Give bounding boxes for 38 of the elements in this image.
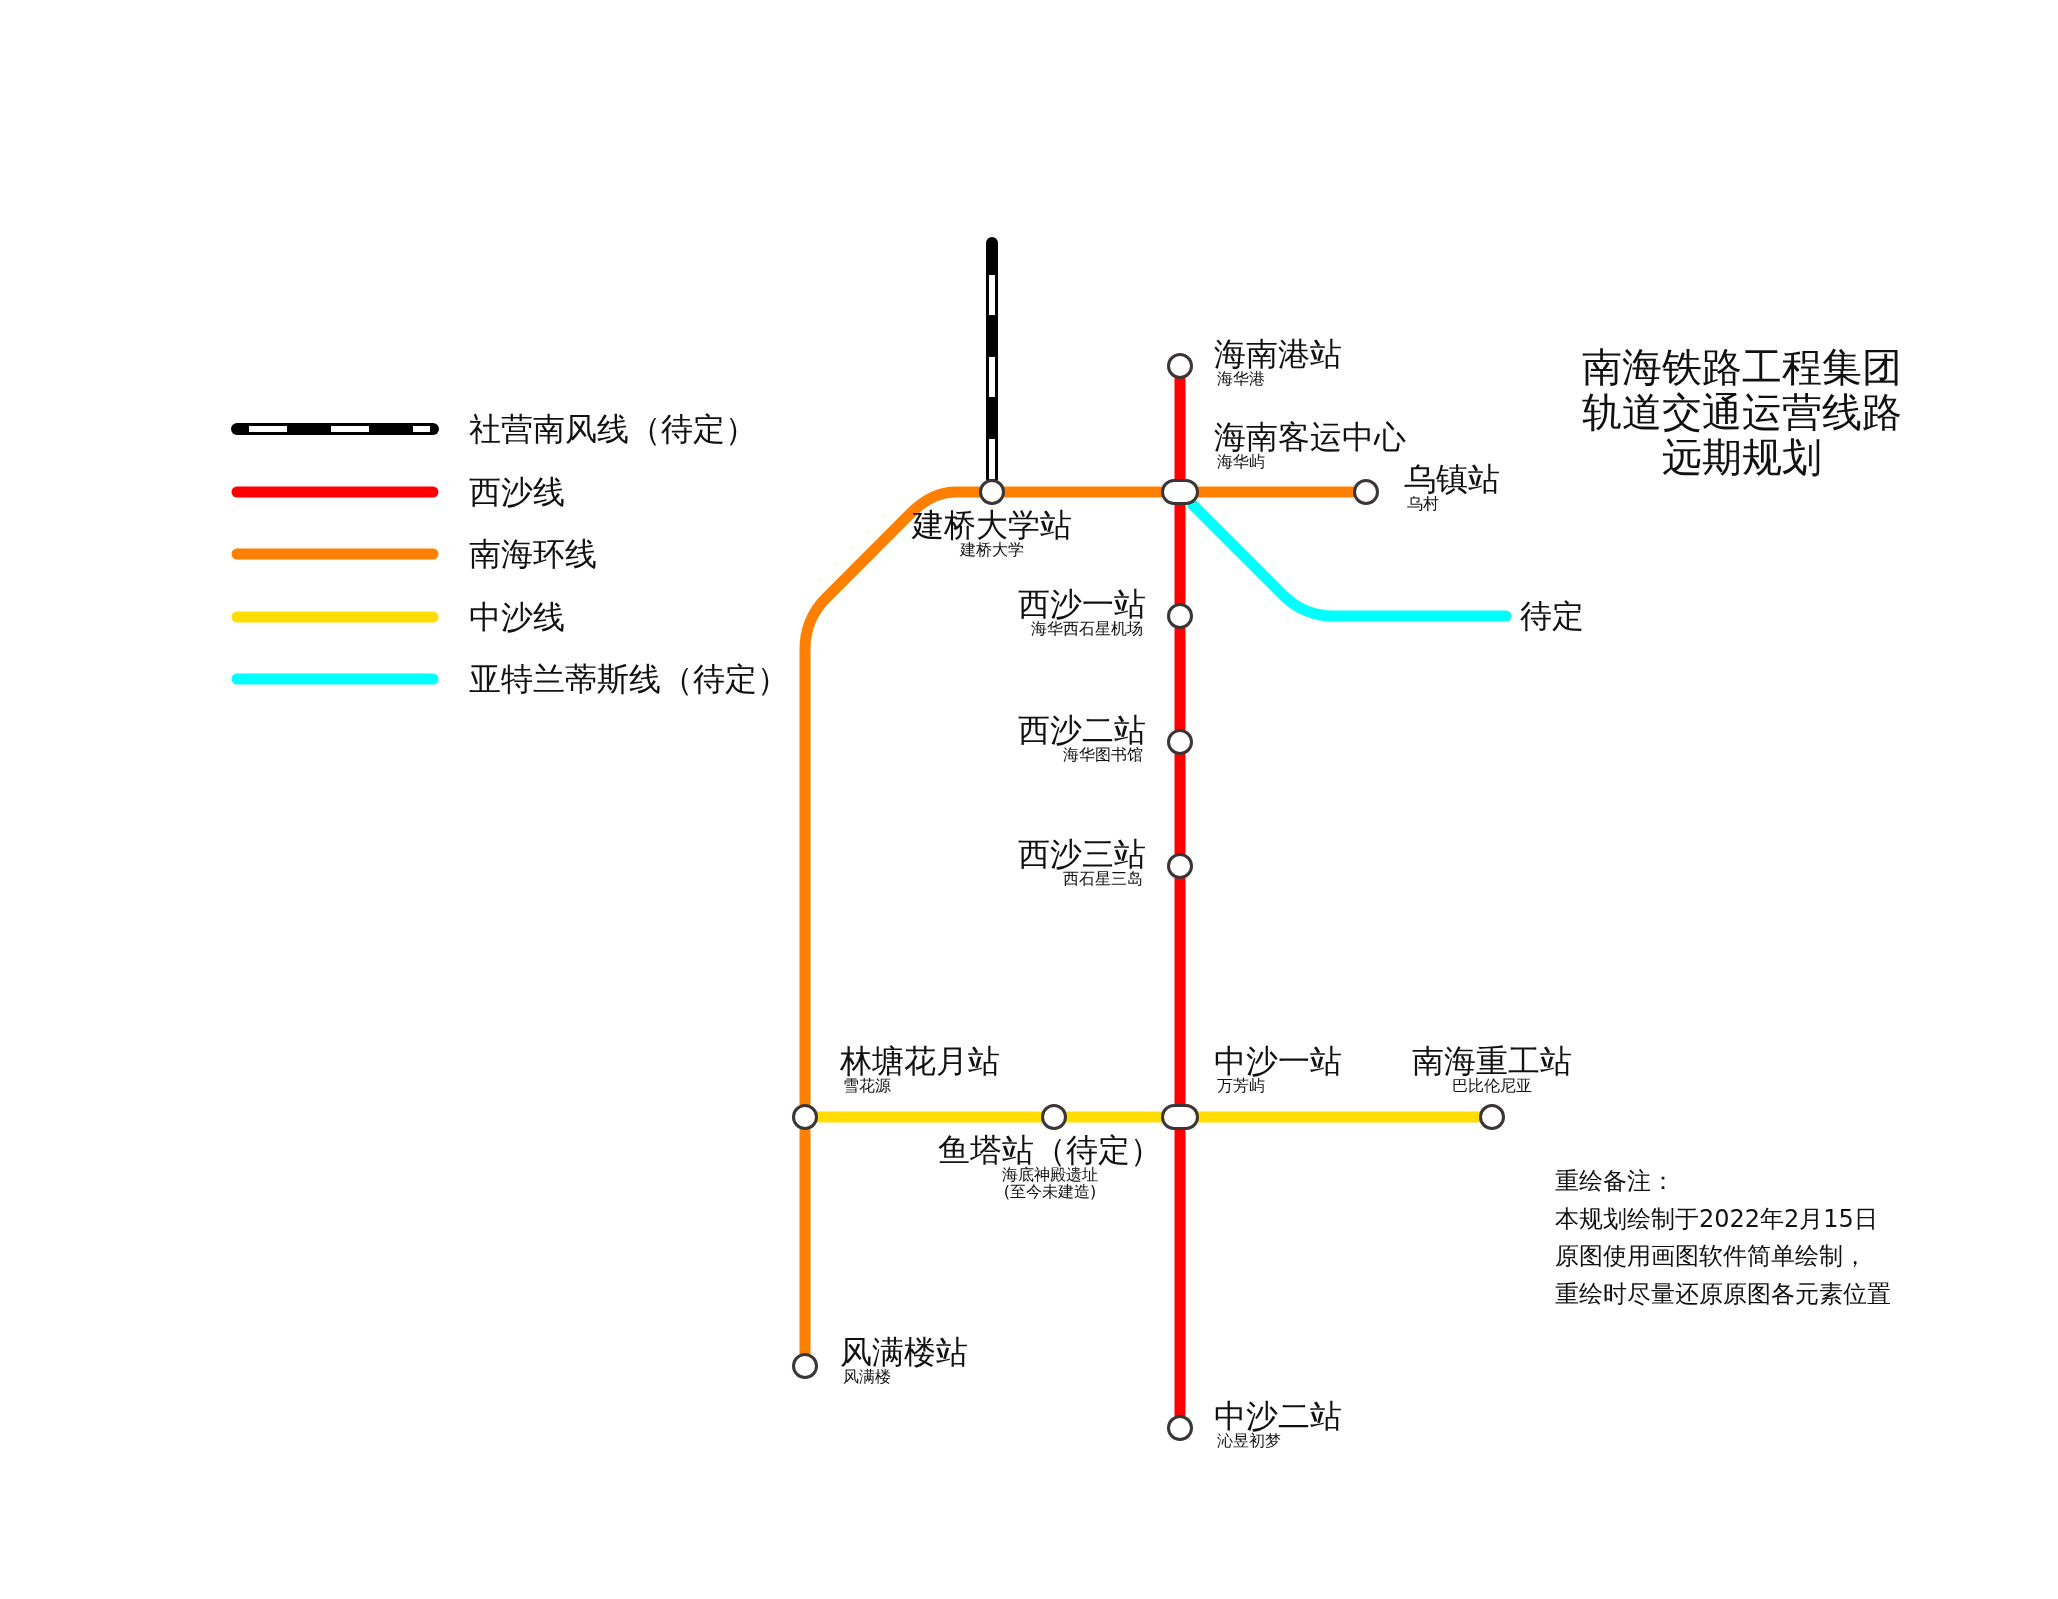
note-text: 重绘时尽量还原原图各元素位置 (1555, 1279, 1891, 1310)
station-name: 海南港站 (1214, 338, 1342, 370)
note-text: 本规划绘制于2022年2月15日 (1555, 1203, 1878, 1234)
station-subtitle: (至今未建造) (1002, 1183, 1098, 1200)
station-subtitle: 海华图书馆 (1063, 746, 1144, 763)
station-name: 西沙三站 (1018, 838, 1146, 870)
station-subtitle: 乌村 (1406, 495, 1439, 512)
legend-label: 南海环线 (469, 536, 597, 572)
station-subtitle: 建桥大学 (960, 541, 1024, 558)
legend-label: 社营南风线（待定） (469, 411, 757, 447)
station-name: 林塘花月站 (840, 1045, 1000, 1077)
station-name: 风满楼站 (840, 1336, 968, 1368)
station-name: 海南客运中心 (1214, 421, 1406, 453)
destination-label: 待定 (1506, 598, 1584, 634)
note-text: 重绘备注： (1555, 1166, 1675, 1196)
station-name: 中沙二站 (1214, 1400, 1342, 1432)
station-name: 西沙一站 (1018, 588, 1146, 620)
note-text: 原图使用画图软件简单绘制， (1555, 1241, 1867, 1272)
station-subtitle: 雪花源 (843, 1077, 892, 1094)
station-subtitle: 海华港 (1217, 370, 1265, 387)
station-name: 鱼塔站（待定） (938, 1134, 1162, 1166)
station-subtitle: 西石星三岛 (1063, 870, 1144, 887)
station-subtitle: 巴比伦尼亚 (1452, 1077, 1533, 1094)
legend-label: 西沙线 (469, 473, 565, 510)
station-subtitle: 沁昱初梦 (1216, 1432, 1282, 1449)
legend-label: 亚特兰蒂斯线（待定） (469, 661, 789, 697)
station-subtitle: 海华西石星机场 (1030, 620, 1144, 637)
legend-label: 中沙线 (469, 598, 565, 635)
station-name: 乌镇站 (1404, 463, 1500, 495)
map-title: 南海铁路工程集团轨道交通运营线路远期规划 (1581, 345, 1903, 480)
station-subtitle: 海底神殿遗址 (1001, 1166, 1098, 1183)
station-name: 南海重工站 (1412, 1045, 1572, 1077)
station-subtitle: 万芳屿 (1216, 1077, 1265, 1094)
station-name: 中沙一站 (1214, 1045, 1342, 1077)
station-subtitle: 风满楼 (842, 1368, 892, 1385)
station-name: 建桥大学站 (912, 509, 1072, 541)
station-name: 西沙二站 (1018, 714, 1146, 746)
station-subtitle: 海华屿 (1217, 453, 1265, 470)
